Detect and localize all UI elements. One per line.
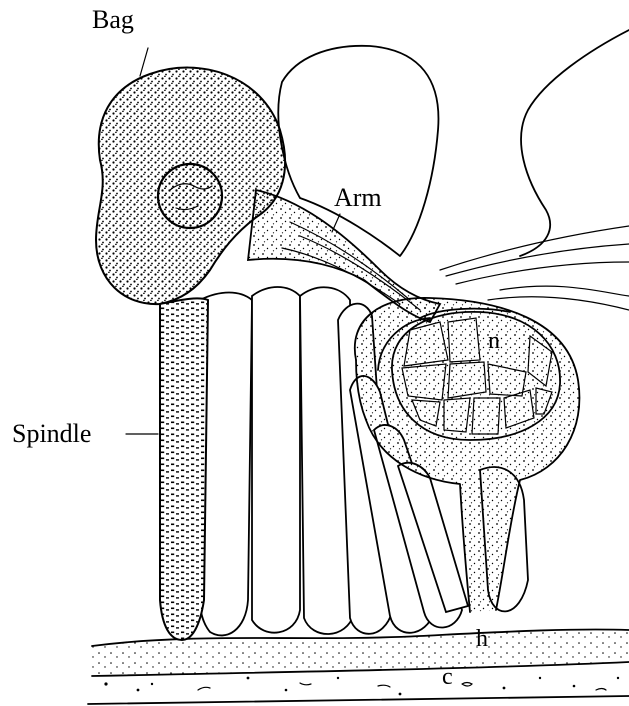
right-fibers (440, 226, 629, 310)
label-arm: Arm (334, 183, 382, 212)
spindle (160, 298, 208, 640)
arm-leader (332, 214, 340, 232)
basement-layer (88, 629, 629, 704)
label-c: c (442, 664, 453, 690)
label-h: h (476, 626, 488, 652)
bag-nucleus (158, 164, 222, 228)
connective-tissue-c (104, 677, 619, 696)
right-cell-outline (520, 30, 629, 256)
label-bag: Bag (92, 5, 134, 34)
bag-leader (140, 48, 148, 76)
label-n: n (488, 328, 500, 354)
label-spindle: Spindle (12, 419, 91, 448)
